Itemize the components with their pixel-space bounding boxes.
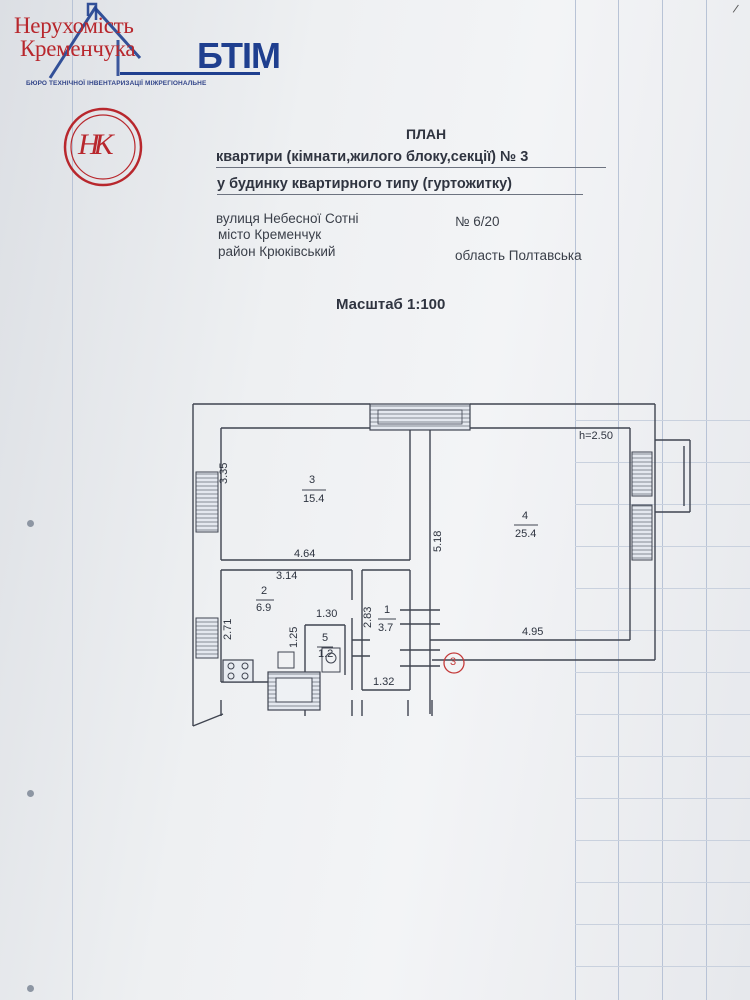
rule-line bbox=[575, 420, 750, 421]
dim-hall-height: 2.83 bbox=[362, 606, 374, 628]
address-street: вулиця Небесної Сотні bbox=[216, 211, 359, 226]
underline-2 bbox=[217, 194, 583, 195]
rule-line bbox=[575, 924, 750, 925]
rule-line bbox=[575, 504, 750, 505]
rule-line bbox=[575, 672, 750, 673]
margin-line bbox=[575, 0, 576, 1000]
room-label-4-number: 4 bbox=[522, 510, 529, 522]
room-label-2-area: 6.9 bbox=[256, 602, 272, 614]
room-label-1-number: 1 bbox=[384, 604, 391, 616]
rule-line bbox=[575, 546, 750, 547]
dim-hall-width: 1.30 bbox=[316, 608, 338, 620]
dim-room1-width: 1.32 bbox=[373, 676, 395, 688]
room-label-3-number: 3 bbox=[309, 474, 316, 486]
room-label-2-number: 2 bbox=[261, 585, 268, 597]
doc-subtitle-1: квартири (кімнати,жилого блоку,секції) №… bbox=[216, 149, 529, 165]
margin-line bbox=[706, 0, 707, 1000]
rule-line bbox=[575, 630, 750, 631]
underline-1 bbox=[216, 167, 606, 168]
ceiling-height-label: h=2.50 bbox=[579, 430, 613, 442]
brand-logo: БТІМ bbox=[197, 35, 281, 76]
rule-line bbox=[575, 798, 750, 799]
room-label-5-number: 5 bbox=[322, 632, 329, 644]
binder-hole bbox=[27, 790, 34, 797]
dim-room3-height: 3.35 bbox=[218, 462, 230, 484]
brand-subtitle: БЮРО ТЕХНІЧНОЇ ІНВЕНТАРИЗАЦІЇ МІЖРЕГІОНА… bbox=[26, 80, 207, 87]
scale-label: Масштаб 1:100 bbox=[336, 296, 446, 313]
doc-subtitle-2: у будинку квартирного типу (гуртожитку) bbox=[217, 176, 513, 192]
margin-line bbox=[662, 0, 663, 1000]
apartment-marker: 3 bbox=[450, 656, 457, 668]
room-label-3-area: 15.4 bbox=[303, 493, 325, 505]
watermark-line-1: Нерухомість bbox=[14, 13, 134, 38]
rule-line bbox=[575, 966, 750, 967]
binder-hole bbox=[27, 520, 34, 527]
dim-room2-width: 3.14 bbox=[276, 570, 298, 582]
rule-line bbox=[575, 588, 750, 589]
doc-title: ПЛАН bbox=[406, 126, 447, 142]
margin-line bbox=[618, 0, 619, 1000]
rule-line bbox=[575, 462, 750, 463]
address-district: район Крюківський bbox=[218, 244, 336, 259]
binder-hole bbox=[27, 985, 34, 992]
address-region: область Полтавська bbox=[455, 248, 582, 263]
room-label-1-area: 3.7 bbox=[378, 622, 394, 634]
margin-line bbox=[72, 0, 73, 1000]
rule-line bbox=[575, 882, 750, 883]
rule-line bbox=[575, 756, 750, 757]
rule-line bbox=[575, 840, 750, 841]
dim-room3-width: 4.64 bbox=[294, 548, 316, 560]
dim-room4-width: 4.95 bbox=[522, 626, 544, 638]
dim-wc-height: 1.25 bbox=[288, 626, 300, 648]
dim-room4-height: 5.18 bbox=[432, 530, 444, 552]
brand-underline bbox=[120, 72, 260, 75]
address-number: № 6/20 bbox=[455, 214, 500, 229]
watermark-text: Нерухомість Кременчука bbox=[14, 13, 136, 61]
watermark-line-2: Кременчука bbox=[20, 36, 136, 61]
room-label-5-area: 1.2 bbox=[318, 648, 334, 660]
room-label-4-area: 25.4 bbox=[515, 528, 537, 540]
address-city: місто Кременчук bbox=[218, 227, 322, 242]
dim-room2-height: 2.71 bbox=[222, 618, 234, 640]
rule-line bbox=[575, 714, 750, 715]
